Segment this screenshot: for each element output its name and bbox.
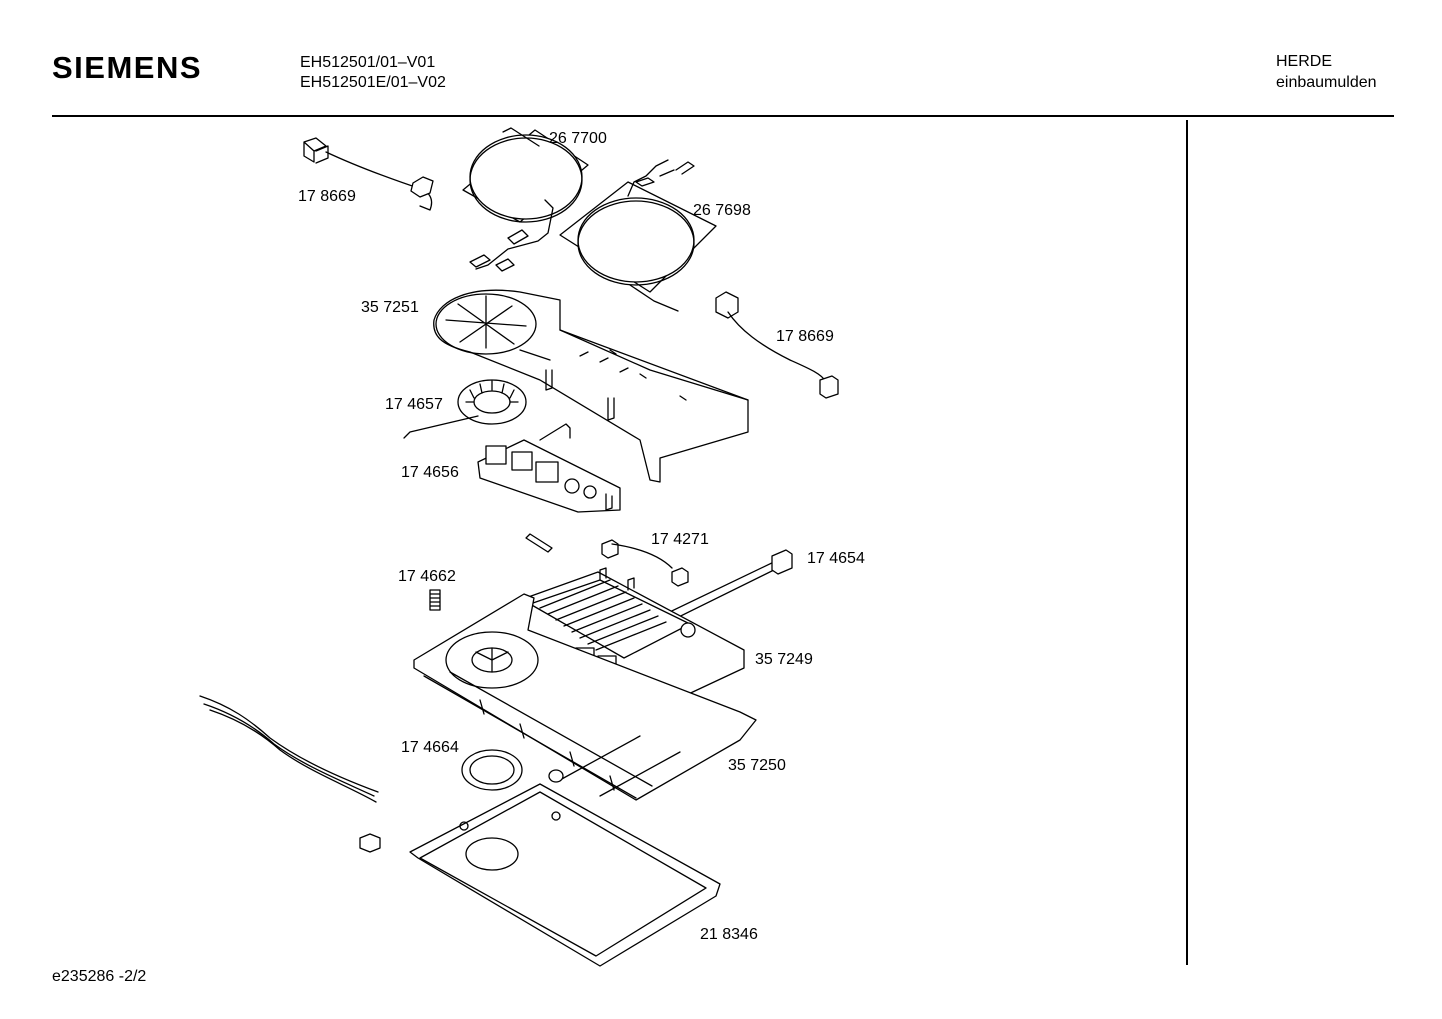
heating-element-267698 bbox=[560, 160, 716, 311]
wire-174271 bbox=[602, 540, 688, 586]
cable-178669-left bbox=[304, 138, 433, 210]
category: HERDE einbaumulden bbox=[1276, 51, 1377, 93]
label-178669-right: 17 8669 bbox=[776, 328, 834, 345]
relay-board-174656 bbox=[478, 424, 620, 512]
brand-logo: SIEMENS bbox=[52, 50, 203, 85]
label-267700: 26 7700 bbox=[549, 130, 607, 147]
fuse bbox=[526, 534, 552, 552]
label-218346: 21 8346 bbox=[700, 926, 758, 943]
model-line-1: EH512501/01–V01 bbox=[300, 54, 436, 71]
label-174656: 17 4656 bbox=[401, 464, 459, 481]
label-174654: 17 4654 bbox=[807, 550, 865, 567]
spring-174662 bbox=[430, 590, 440, 610]
label-174657: 17 4657 bbox=[385, 396, 443, 413]
fan-housing-357251 bbox=[434, 290, 748, 482]
power-cord bbox=[200, 696, 378, 802]
rubber-foot bbox=[549, 770, 563, 782]
label-357251: 35 7251 bbox=[361, 299, 419, 316]
header-divider bbox=[52, 115, 1394, 117]
cable-178669-right bbox=[716, 292, 838, 398]
heating-element-267700 bbox=[463, 128, 588, 271]
category-line-1: HERDE bbox=[1276, 53, 1333, 70]
model-line-2: EH512501E/01–V02 bbox=[300, 74, 446, 91]
category-line-2: einbaumulden bbox=[1276, 74, 1377, 91]
blower-wheel-174657 bbox=[404, 380, 526, 438]
document-reference: e235286 -2/2 bbox=[52, 968, 147, 985]
label-267698: 26 7698 bbox=[693, 202, 751, 219]
label-357250: 35 7250 bbox=[728, 757, 786, 774]
label-174664: 17 4664 bbox=[401, 739, 459, 756]
label-174662: 17 4662 bbox=[398, 568, 456, 585]
bottom-cover-218346 bbox=[410, 784, 720, 966]
cord-clamp bbox=[360, 834, 380, 852]
model-numbers: EH512501/01–V01 EH512501E/01–V02 bbox=[300, 53, 446, 93]
right-margin-divider bbox=[1186, 120, 1188, 965]
base-tray-357250 bbox=[414, 594, 756, 800]
label-174271: 17 4271 bbox=[651, 531, 709, 548]
label-178669-left: 17 8669 bbox=[298, 188, 356, 205]
label-357249: 35 7249 bbox=[755, 651, 813, 668]
ring-seal-174664 bbox=[462, 750, 522, 790]
